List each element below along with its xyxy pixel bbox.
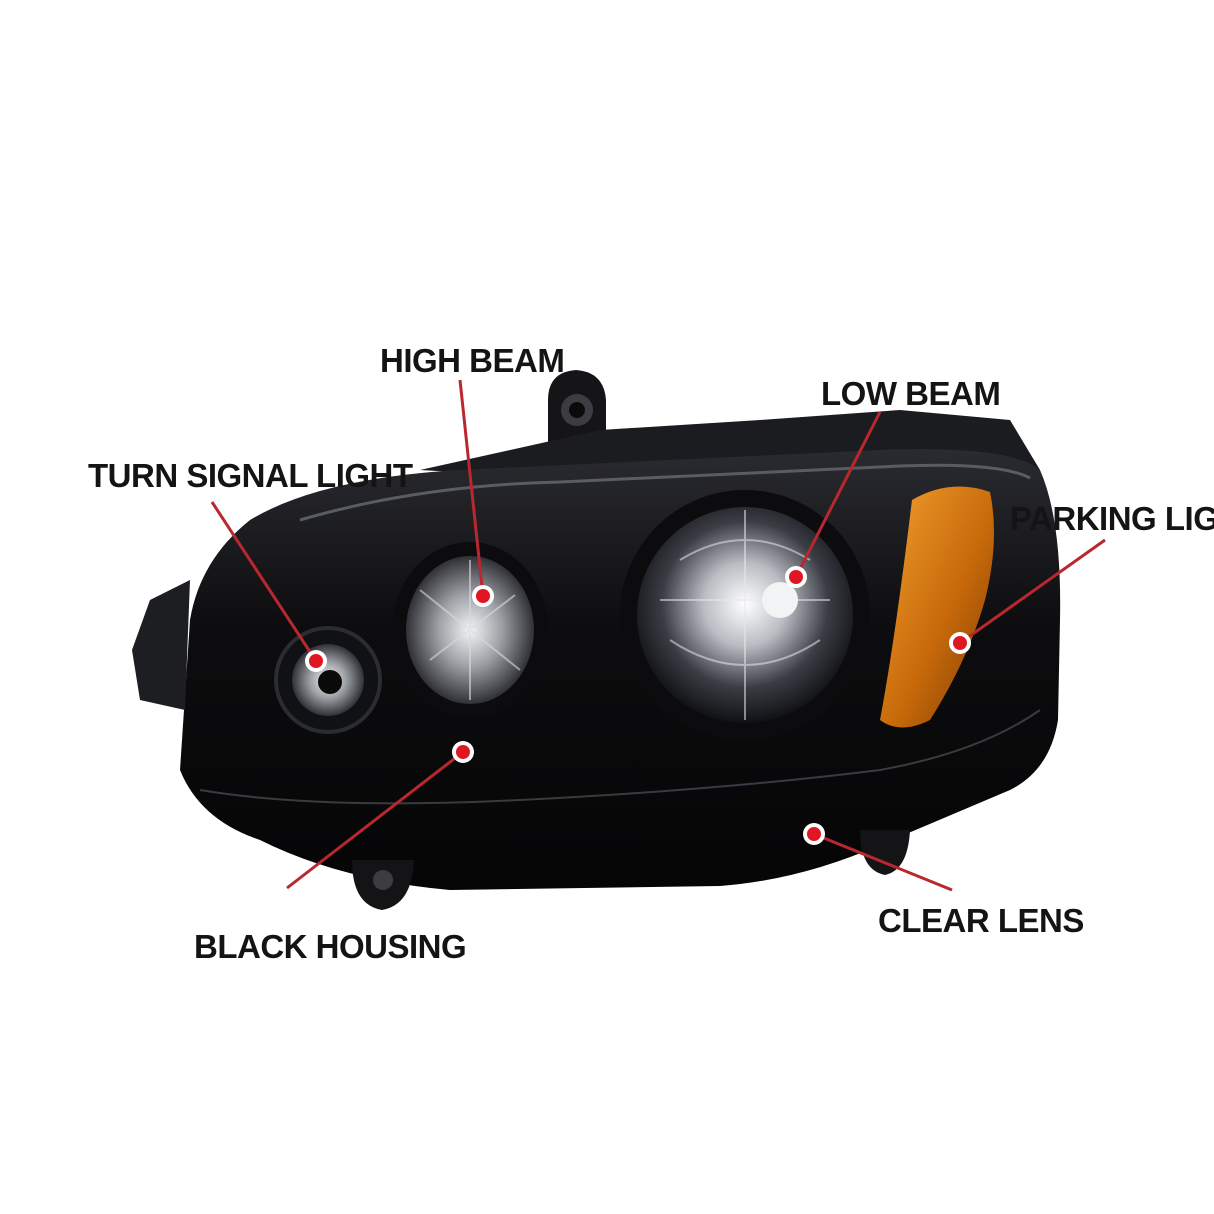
leader-lines — [210, 379, 1106, 892]
leader-line-turn-signal-light — [210, 501, 318, 662]
lens-top-edge — [299, 463, 1031, 522]
callout-dot-parking-light — [949, 632, 971, 654]
bottom-mounting-tabs — [352, 830, 910, 910]
callout-labels: TURN SIGNAL LIGHT HIGH BEAM LOW BEAM PAR… — [88, 342, 1214, 965]
callout-dot-low-beam — [785, 566, 807, 588]
low-beam-reflector — [620, 490, 870, 740]
label-low-beam: LOW BEAM — [821, 375, 1000, 412]
label-high-beam: HIGH BEAM — [380, 342, 564, 379]
side-bracket — [132, 580, 190, 710]
label-black-housing: BLACK HOUSING — [194, 928, 466, 965]
callout-dot-turn-signal-light — [305, 650, 327, 672]
callout-dot-high-beam — [472, 585, 494, 607]
leader-line-parking-light — [959, 538, 1106, 645]
label-clear-lens: CLEAR LENS — [878, 902, 1084, 939]
headlight-assembly — [132, 370, 1061, 910]
high-beam-reflector — [392, 542, 548, 718]
callout-dots — [305, 566, 971, 845]
label-parking-light: PARKING LIGHT — [1010, 500, 1214, 537]
amber-parking-lens — [880, 486, 994, 728]
leader-line-low-beam — [794, 411, 882, 578]
callout-dot-clear-lens — [803, 823, 825, 845]
lens-bottom-contour — [199, 709, 1041, 805]
callout-dot-black-housing — [452, 741, 474, 763]
turn-signal-projector — [274, 626, 382, 734]
label-turn-signal-light: TURN SIGNAL LIGHT — [88, 457, 413, 494]
leader-line-clear-lens — [813, 832, 953, 892]
leader-line-high-beam — [458, 379, 485, 597]
leader-line-black-housing — [286, 750, 464, 890]
